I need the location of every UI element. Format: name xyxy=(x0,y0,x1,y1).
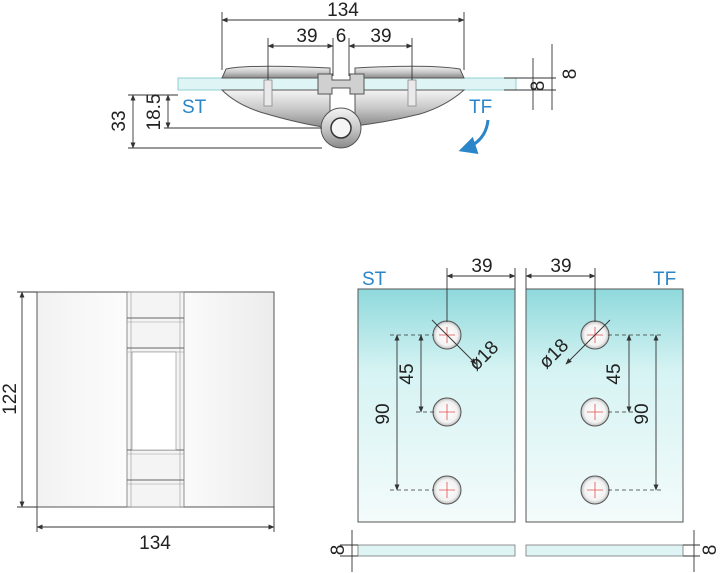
top-label-st: ST xyxy=(182,97,207,118)
top-clamp-right-upper xyxy=(354,65,465,79)
top-dim-overall-width: 134 xyxy=(327,0,359,21)
front-dim-width: 134 xyxy=(139,533,171,554)
glass-label-st: ST xyxy=(362,269,387,290)
glass-edge-right xyxy=(525,544,684,557)
glass-edge-left xyxy=(357,544,516,557)
top-clamp-left-upper xyxy=(221,65,331,79)
top-dim-left-offset: 39 xyxy=(296,26,317,47)
glass-label-tf: TF xyxy=(653,269,676,290)
top-label-tf: TF xyxy=(469,97,492,118)
top-dim-gap: 6 xyxy=(336,26,347,47)
glass-dim-left-90: 90 xyxy=(373,403,394,424)
top-dim-thickness-b: 8 xyxy=(560,69,581,80)
top-screw-left xyxy=(263,79,273,107)
front-dim-height: 122 xyxy=(0,383,21,415)
top-glass-left xyxy=(177,77,331,91)
glass-dim-right-offset: 39 xyxy=(550,256,571,277)
glass-dim-left-offset: 39 xyxy=(471,256,492,277)
front-view: 122 134 xyxy=(0,291,275,554)
top-dim-right-offset: 39 xyxy=(370,26,391,47)
glass-view: 39 39 90 45 45 90 ø18 ø18 ST TF xyxy=(328,256,720,572)
glass-dim-right-45: 45 xyxy=(604,363,625,384)
top-glass-right xyxy=(349,77,517,91)
top-dim-axis-height: 18.5 xyxy=(144,94,165,131)
top-clamp-left-lower xyxy=(220,89,331,129)
pivot-pin xyxy=(330,117,352,139)
top-screw-right xyxy=(407,79,417,107)
top-dim-thickness-a: 8 xyxy=(528,81,549,92)
top-view: 134 39 6 39 8 8 33 18.5 ST TF xyxy=(109,0,581,154)
top-dim-overall-height: 33 xyxy=(109,110,130,131)
top-clamp-right-lower xyxy=(354,89,466,127)
glass-dim-left-45: 45 xyxy=(397,363,418,384)
glass-dim-left-thickness: 8 xyxy=(328,545,349,556)
glass-dim-right-90: 90 xyxy=(632,403,653,424)
glass-dim-right-thickness: 8 xyxy=(700,545,720,556)
top-knuckle xyxy=(317,73,365,95)
rotation-arrow-icon xyxy=(458,119,490,154)
